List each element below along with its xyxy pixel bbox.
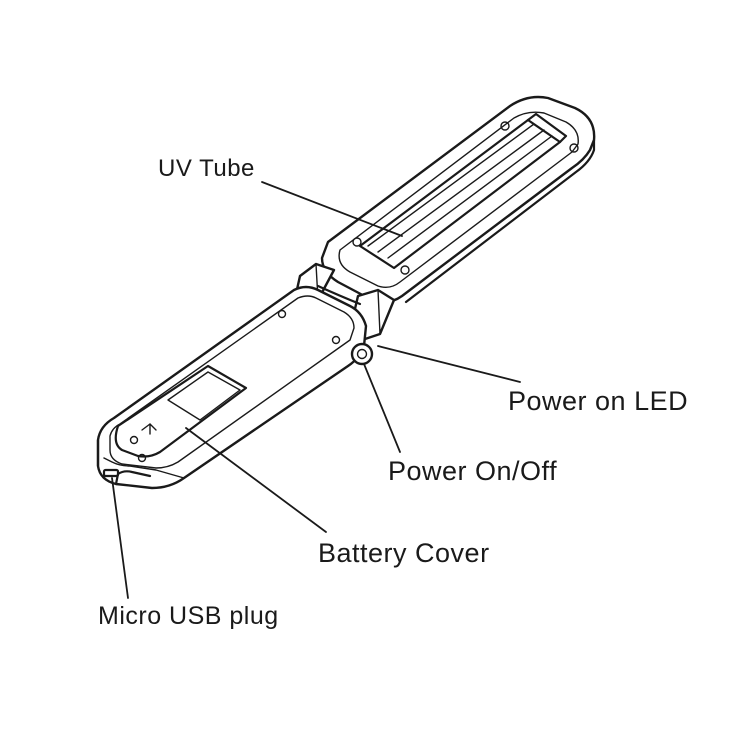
uv-tube: [367, 123, 553, 259]
hinge-right-detail: [377, 289, 381, 335]
hinge-bar: [316, 284, 362, 306]
uv-tube-end-cap: [526, 112, 568, 144]
lamp-arm-rim: [338, 111, 579, 289]
label-battery-cover: Battery Cover: [318, 538, 490, 568]
screw: [129, 435, 139, 445]
screw: [137, 453, 147, 463]
leader-power-switch: [363, 363, 401, 453]
leader-power-led: [377, 345, 521, 383]
label-usb-plug: Micro USB plug: [98, 602, 279, 630]
handle-top-rim: [109, 295, 355, 469]
handle-body: [96, 285, 374, 490]
lamp-arm-edge: [404, 138, 596, 304]
screw: [400, 265, 410, 275]
label-power-led: Power on LED: [508, 386, 688, 416]
label-power-switch: Power On/Off: [388, 456, 557, 486]
cover-latch-arrow: [141, 423, 157, 435]
handle-bottom-line: [103, 457, 185, 479]
battery-cover: [114, 364, 248, 458]
power-switch: [350, 342, 374, 366]
screw: [277, 309, 287, 319]
lamp-arm: [320, 95, 596, 304]
leader-uv-tube: [261, 181, 403, 237]
leader-battery-cover: [185, 427, 327, 533]
power-led: [356, 348, 368, 360]
lamp-arm-outline: [320, 95, 596, 304]
leader-usb-plug: [111, 477, 129, 599]
screw: [500, 121, 510, 131]
battery-cover-inner: [167, 371, 241, 421]
micro-usb-port: [102, 468, 120, 478]
screw: [331, 335, 341, 345]
label-uv-tube: UV Tube: [158, 155, 255, 182]
screw: [352, 237, 362, 247]
screw: [569, 143, 579, 153]
leader-lines: [111, 181, 521, 599]
